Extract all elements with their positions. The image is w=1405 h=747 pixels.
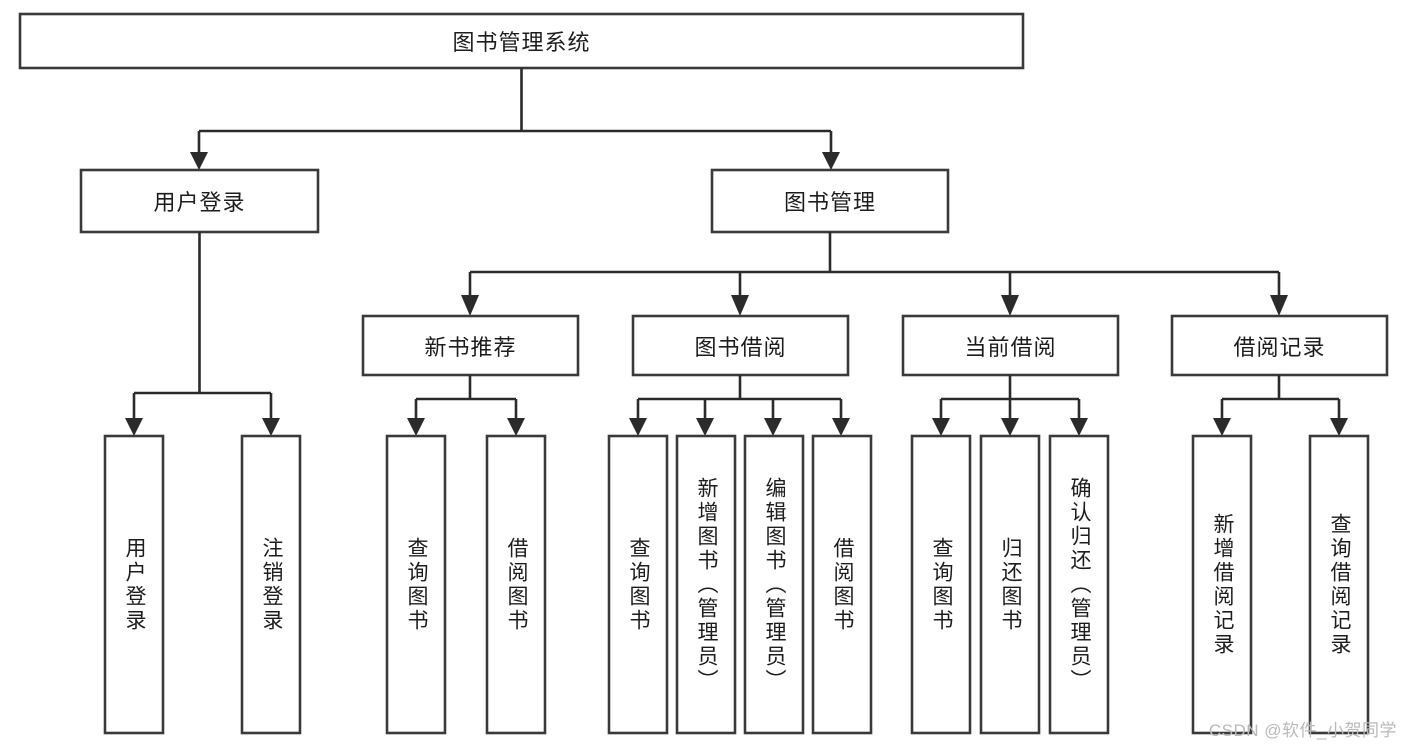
arrowhead-to-current-borrow	[1001, 295, 1019, 316]
node-box-new-book-recommend[interactable]	[361, 314, 580, 377]
node-box-leaf-bb-1[interactable]	[607, 434, 669, 735]
arrowhead-nbr-leaf-2	[507, 418, 525, 436]
arrowhead-to-book-manage	[822, 152, 840, 170]
node-box-leaf-nbr-2[interactable]	[485, 434, 547, 735]
node-box-book-manage[interactable]	[710, 168, 950, 234]
arrowhead-to-borrow-record	[1270, 295, 1288, 316]
arrowhead-bb-leaf-3	[764, 418, 782, 436]
connector-new-book-recommend-to-leaves	[414, 375, 518, 418]
connector-book-borrow-to-leaves	[636, 375, 843, 418]
node-box-borrow-record[interactable]	[1170, 314, 1389, 377]
arrowhead-nbr-leaf-1	[407, 418, 425, 436]
node-box-book-borrow[interactable]	[631, 314, 850, 377]
arrowhead-br-leaf-2	[1330, 418, 1348, 436]
node-box-current-borrow[interactable]	[901, 314, 1120, 377]
node-box-leaf-bb-3[interactable]	[743, 434, 805, 735]
node-box-leaf-nbr-1[interactable]	[385, 434, 447, 735]
arrowhead-to-book-borrow	[731, 295, 749, 316]
connector-user-login-to-leaves	[132, 232, 273, 418]
node-box-leaf-bb-2[interactable]	[675, 434, 737, 735]
connector-borrow-record-to-leaves	[1220, 375, 1341, 418]
node-box-leaf-br-2[interactable]	[1308, 434, 1370, 735]
node-box-user-login[interactable]	[79, 168, 320, 234]
connector-book-manage-to-level3	[468, 232, 1281, 295]
node-box-leaf-cb-2[interactable]	[979, 434, 1041, 735]
arrowhead-br-leaf-1	[1213, 418, 1231, 436]
node-box-leaf-cb-1[interactable]	[910, 434, 972, 735]
node-box-leaf-br-1[interactable]	[1191, 434, 1253, 735]
arrowhead-to-user-login	[190, 152, 208, 170]
arrowhead-bb-leaf-2	[696, 418, 714, 436]
node-box-leaf-user-login-2[interactable]	[240, 434, 302, 735]
arrowhead-bb-leaf-1	[629, 418, 647, 436]
connector-current-borrow-to-leaves	[939, 375, 1081, 418]
node-box-leaf-cb-3[interactable]	[1048, 434, 1110, 735]
arrowhead-bb-leaf-4	[832, 418, 850, 436]
arrowhead-to-new-book-recommend	[461, 295, 479, 316]
watermark-text: CSDN @软件_小贺同学	[1208, 721, 1397, 740]
node-box-root[interactable]	[18, 12, 1025, 70]
connector-root-to-level2	[197, 68, 833, 152]
node-box-leaf-bb-4[interactable]	[811, 434, 873, 735]
arrowhead-user-login-leaf-2	[262, 418, 280, 436]
node-box-leaf-user-login-1[interactable]	[103, 434, 165, 735]
arrowhead-cb-leaf-3	[1070, 418, 1088, 436]
arrowhead-user-login-leaf-1	[125, 418, 143, 436]
arrowhead-cb-leaf-1	[932, 418, 950, 436]
arrowhead-cb-leaf-2	[1001, 418, 1019, 436]
